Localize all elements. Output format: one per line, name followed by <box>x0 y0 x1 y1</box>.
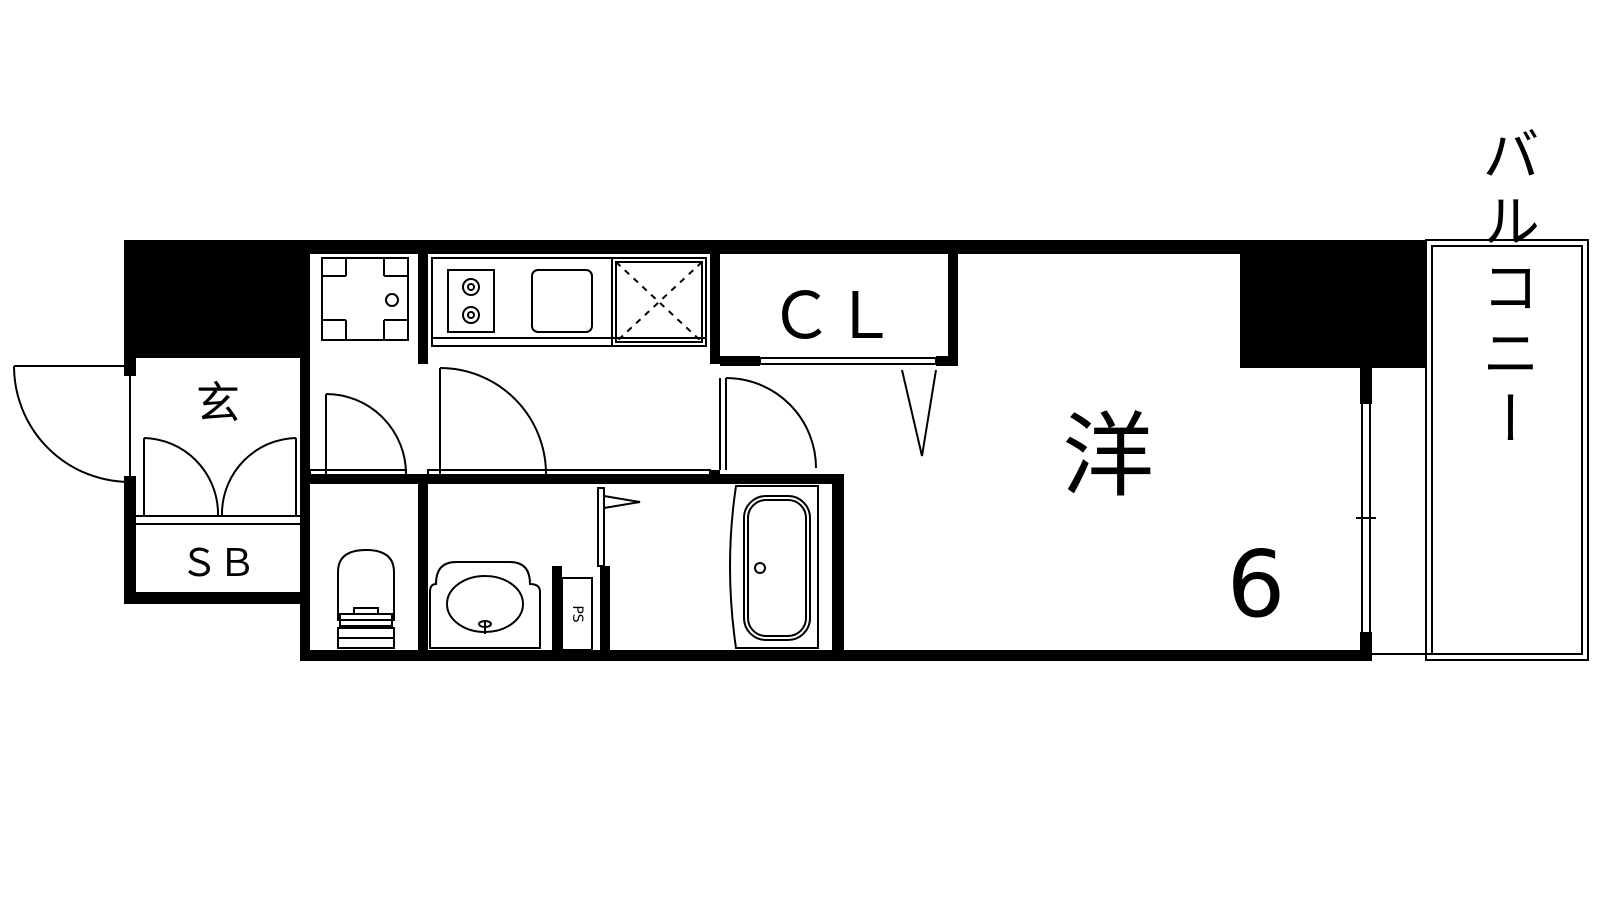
room-door[interactable] <box>719 377 817 470</box>
closet-door[interactable] <box>759 357 937 457</box>
balcony-window[interactable] <box>1356 404 1376 632</box>
interior-doors <box>309 357 1376 632</box>
room-type-label: 洋 <box>1062 403 1154 510</box>
pipe-space: PS <box>561 577 593 651</box>
toilet-icon <box>337 548 395 649</box>
wall-room-right-bottom <box>1360 632 1372 661</box>
wall-mid-horizontal <box>300 474 840 484</box>
storage-cross-icon <box>615 261 703 343</box>
wall-toilet-left <box>300 254 310 661</box>
wall-kitchen-div <box>418 254 428 364</box>
walls <box>124 240 1426 661</box>
wall-kitchen-right <box>710 254 720 364</box>
wall-sb-bottom <box>124 592 300 604</box>
kitchen-sink-icon <box>531 269 593 333</box>
entrance-door[interactable] <box>13 365 131 483</box>
toilet-door[interactable] <box>309 393 407 477</box>
wall-ps <box>552 566 562 654</box>
pillar-top-left <box>124 240 300 358</box>
kitchen-counter <box>431 257 707 347</box>
wall-bath-right <box>832 474 844 660</box>
stove-icon <box>447 269 495 333</box>
bath-door[interactable] <box>597 487 641 567</box>
entrance-area <box>13 365 300 525</box>
wall-toilet-right <box>418 484 428 654</box>
closet-label: ＣＬ <box>769 280 897 354</box>
wall-kitchen-right-lower <box>710 470 720 484</box>
refrigerator <box>321 257 409 341</box>
wall-entrance-left-bottom <box>124 476 136 604</box>
wall-room-right-top <box>1360 368 1372 404</box>
wall-cl-bottom-left <box>720 356 760 366</box>
wall-bath-left <box>600 566 610 654</box>
room-size-label: 6 <box>1227 531 1286 638</box>
wash-basin-icon <box>429 561 541 649</box>
wall-top <box>300 240 1426 254</box>
washroom-door[interactable] <box>427 367 711 477</box>
entrance-label: 玄 <box>196 378 240 429</box>
pillar-top-right <box>1240 240 1426 368</box>
balcony-label: バルコニー <box>1472 125 1540 455</box>
balcony <box>1372 239 1589 661</box>
shoe-box-doors[interactable] <box>136 437 300 525</box>
wall-cl-right <box>948 254 958 366</box>
pipe-space-label: PS <box>569 605 585 622</box>
bathtub-icon <box>729 485 819 649</box>
wall-cl-bottom-right <box>936 356 958 366</box>
shoe-box-label: ＳＢ <box>180 541 256 585</box>
